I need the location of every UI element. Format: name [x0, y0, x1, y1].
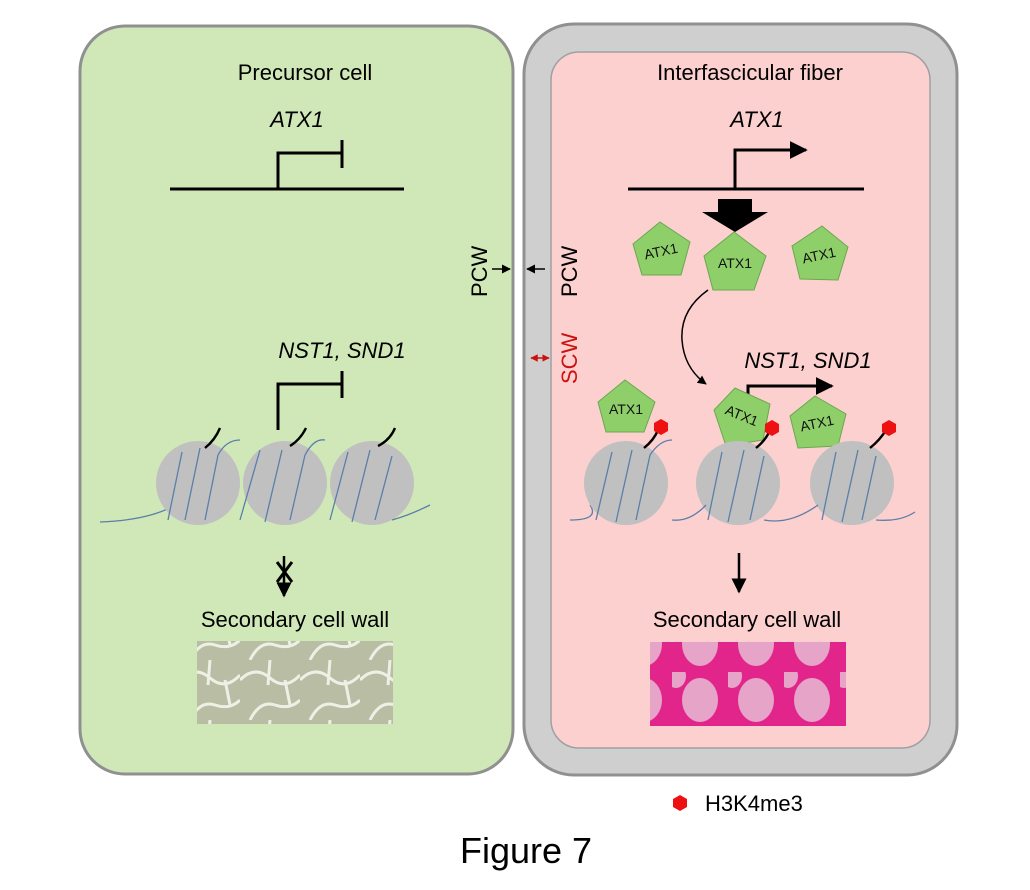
figure-label: Figure 7	[460, 830, 592, 871]
left-gene-atx1: ATX1	[268, 107, 323, 132]
atx1-protein-label: ATX1	[801, 244, 838, 267]
nucleosome	[696, 441, 780, 525]
expression-big-arrow	[702, 199, 768, 232]
right-chromatin	[569, 419, 916, 525]
pcw-right-label: PCW	[557, 245, 582, 297]
right-gene-atx1: ATX1	[728, 107, 783, 132]
right-gene-targets: NST1, SND1	[744, 348, 871, 373]
left-micrograph	[197, 641, 393, 724]
right-outcome: Secondary cell wall	[653, 607, 841, 632]
left-target-promoter-repressed	[276, 371, 344, 430]
atx1-protein-label: ATX1	[718, 255, 752, 271]
atx1-protein-label: ATX1	[643, 240, 680, 263]
left-gene-targets: NST1, SND1	[278, 338, 405, 363]
legend-h3k4me3-icon	[673, 795, 687, 811]
nucleosome	[156, 441, 240, 525]
left-cell	[78, 24, 515, 776]
pcw-left-label: PCW	[467, 245, 492, 297]
right-atx1-gene-active	[628, 141, 864, 191]
left-blocked-arrow	[275, 556, 294, 598]
nucleosome	[584, 441, 668, 525]
atx1-protein: ATX1	[703, 231, 767, 291]
atx1-protein: ATX1	[789, 395, 847, 449]
nucleosome	[243, 441, 327, 525]
legend-h3k4me3-label: H3K4me3	[705, 791, 803, 816]
recruitment-curved-arrow	[681, 289, 709, 385]
right-cell-title: Interfascicular fiber	[657, 60, 843, 85]
atx1-protein: ATX1	[597, 379, 656, 433]
right-micrograph	[650, 642, 846, 726]
h3k4me3-mark	[765, 420, 779, 436]
scw-label: SCW	[557, 332, 582, 384]
left-atx1-gene-repressed	[170, 140, 404, 191]
nucleosome	[810, 441, 894, 525]
atx1-protein: ATX1	[791, 225, 849, 281]
nucleosome	[330, 441, 414, 525]
left-outcome: Secondary cell wall	[201, 607, 389, 632]
atx1-protein-label: ATX1	[799, 412, 836, 435]
atx1-protein-label: ATX1	[609, 401, 643, 417]
left-chromatin	[99, 427, 431, 525]
h3k4me3-mark	[654, 419, 668, 435]
left-cell-title: Precursor cell	[238, 60, 372, 85]
atx1-protein: ATX1	[632, 221, 691, 276]
h3k4me3-mark	[882, 420, 896, 436]
